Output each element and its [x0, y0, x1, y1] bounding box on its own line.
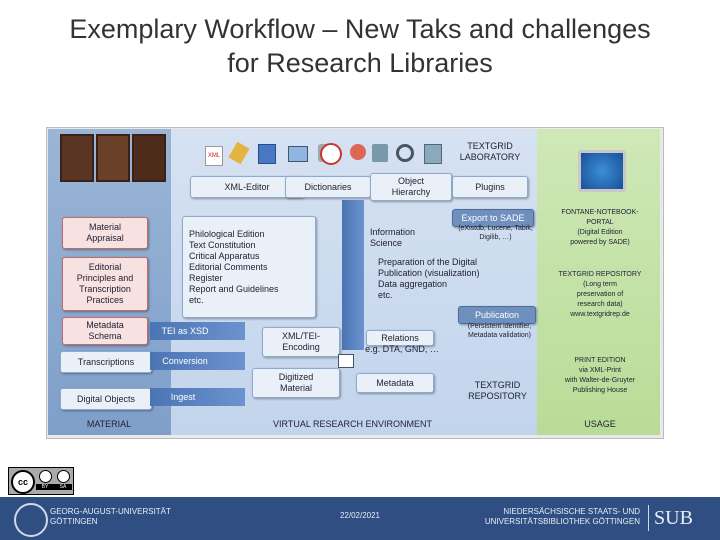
lab-toolbar: XML	[200, 140, 450, 166]
flower-icon	[350, 144, 366, 160]
transcriptions-box: Transcriptions	[60, 351, 152, 373]
university-name-line2: GÖTTINGEN	[50, 517, 98, 526]
title-line-2: for Research Libraries	[227, 48, 493, 78]
preparation-text: Preparation of the Digital Publication (…	[378, 257, 480, 300]
library-name-line1: NIEDERSÄCHSISCHE STAATS- UND	[503, 507, 640, 516]
publication-box: Publication	[458, 306, 536, 324]
information-science-label: Information Science	[370, 227, 416, 248]
sub-logo: SUB	[654, 507, 693, 529]
central-data-bar	[342, 200, 364, 350]
usage-label: USAGE	[584, 419, 616, 429]
by-icon	[39, 470, 52, 483]
tei-xsd-arrow	[150, 322, 245, 340]
textgrid-repository-usage-text: TEXTGRID REPOSITORY (Long term preservat…	[558, 271, 642, 318]
export-sade-box: Export to SADE	[452, 209, 534, 227]
xml-editor-label: XML-Editor	[224, 181, 270, 192]
digital-objects-label: Digital Objects	[76, 393, 136, 404]
network-icon	[372, 144, 388, 162]
slide-title: Exemplary Workflow – New Taks and challe…	[0, 12, 720, 80]
metadata-schema-label: Metadata Schema	[86, 320, 124, 341]
university-name: GEORG-AUGUST-UNIVERSITÄT GÖTTINGEN	[50, 507, 200, 527]
footer-divider	[648, 505, 649, 531]
digitized-material-box: Digitized Material	[252, 368, 340, 398]
connector-icon	[338, 354, 354, 368]
search-icon	[396, 144, 414, 162]
relations-box: Relations	[366, 330, 434, 346]
plugin-icon	[424, 144, 442, 164]
digital-objects-box: Digital Objects	[60, 388, 152, 410]
philological-edition-box: Philological Edition Text Constitution C…	[182, 216, 316, 318]
sa-label: SA	[54, 484, 72, 490]
material-appraisal-label: Material Appraisal	[86, 222, 124, 243]
textgrid-repository-label: TEXTGRID REPOSITORY	[468, 380, 527, 401]
xml-file-icon: XML	[205, 146, 223, 166]
material-label: MATERIAL	[86, 419, 132, 429]
material-appraisal-box: Material Appraisal	[62, 217, 148, 249]
conversion-label: Conversion	[162, 356, 208, 366]
dictionaries-label: Dictionaries	[304, 181, 352, 192]
export-sade-detail: (eXistdb, Lucene, Tabik, Digilib, …)	[458, 225, 533, 241]
conversion-arrow	[150, 352, 245, 370]
footer-bar	[0, 497, 720, 540]
philological-edition-label: Philological Edition Text Constitution C…	[189, 228, 279, 305]
transcriptions-label: Transcriptions	[77, 356, 135, 367]
library-name-line2: UNIVERSITÄTSBIBLIOTHEK GÖTTINGEN	[484, 517, 640, 526]
compass-icon	[320, 143, 342, 165]
xml-tei-encoding-label: XML/TEI- Encoding	[281, 331, 320, 352]
plugins-label: Plugins	[475, 181, 505, 192]
fontane-portal-text: FONTANE-NOTEBOOK- PORTAL (Digital Editio…	[561, 209, 639, 246]
xml-tei-encoding-box: XML/TEI- Encoding	[262, 327, 340, 357]
ingest-arrow	[150, 388, 245, 406]
ingest-label: Ingest	[170, 392, 196, 402]
book-icon	[258, 144, 276, 164]
metadata-label: Metadata	[376, 377, 414, 388]
monitor-globe-icon	[578, 150, 626, 192]
by-label: BY	[36, 484, 54, 490]
digitized-material-label: Digitized Material	[278, 372, 314, 393]
university-name-line1: GEORG-AUGUST-UNIVERSITÄT	[50, 507, 171, 516]
object-hierarchy-box: Object Hierarchy	[370, 173, 452, 201]
object-hierarchy-label: Object Hierarchy	[391, 176, 431, 197]
cc-license-badge: cc BY SA	[8, 467, 74, 495]
editorial-principles-box: Editorial Principles and Transcription P…	[62, 257, 148, 311]
publication-detail: (Persistent identifier, Metadata validat…	[467, 323, 532, 339]
export-sade-label: Export to SADE	[461, 212, 525, 223]
manuscript-image-3	[132, 134, 166, 182]
relations-detail: e.g. DTA, GND, …	[365, 344, 439, 354]
monitor-icon	[288, 146, 308, 162]
cc-icon: cc	[11, 470, 35, 494]
tei-xsd-label: TEI as XSD	[161, 326, 209, 336]
plugins-box: Plugins	[452, 176, 528, 198]
metadata-schema-box: Metadata Schema	[62, 317, 148, 345]
relations-label: Relations	[381, 332, 419, 343]
title-line-1: Exemplary Workflow – New Taks and challe…	[69, 14, 651, 44]
slide-date: 22/02/2021	[339, 511, 381, 520]
library-name: NIEDERSÄCHSISCHE STAATS- UND UNIVERSITÄT…	[470, 507, 640, 527]
vre-label: VIRTUAL RESEARCH ENVIRONMENT	[272, 419, 433, 429]
dictionaries-box: Dictionaries	[285, 176, 371, 198]
metadata-box: Metadata	[356, 373, 434, 393]
sa-icon	[57, 470, 70, 483]
print-edition-text: PRINT EDITION via XML-Print with Walter-…	[564, 357, 636, 394]
editorial-principles-label: Editorial Principles and Transcription P…	[76, 262, 134, 305]
university-seal-icon	[14, 503, 48, 537]
manuscript-image-2	[96, 134, 130, 182]
pencil-icon	[228, 141, 250, 165]
publication-label: Publication	[474, 309, 520, 320]
manuscript-image-1	[60, 134, 94, 182]
textgrid-lab-label: TEXTGRID LABORATORY	[459, 141, 521, 162]
